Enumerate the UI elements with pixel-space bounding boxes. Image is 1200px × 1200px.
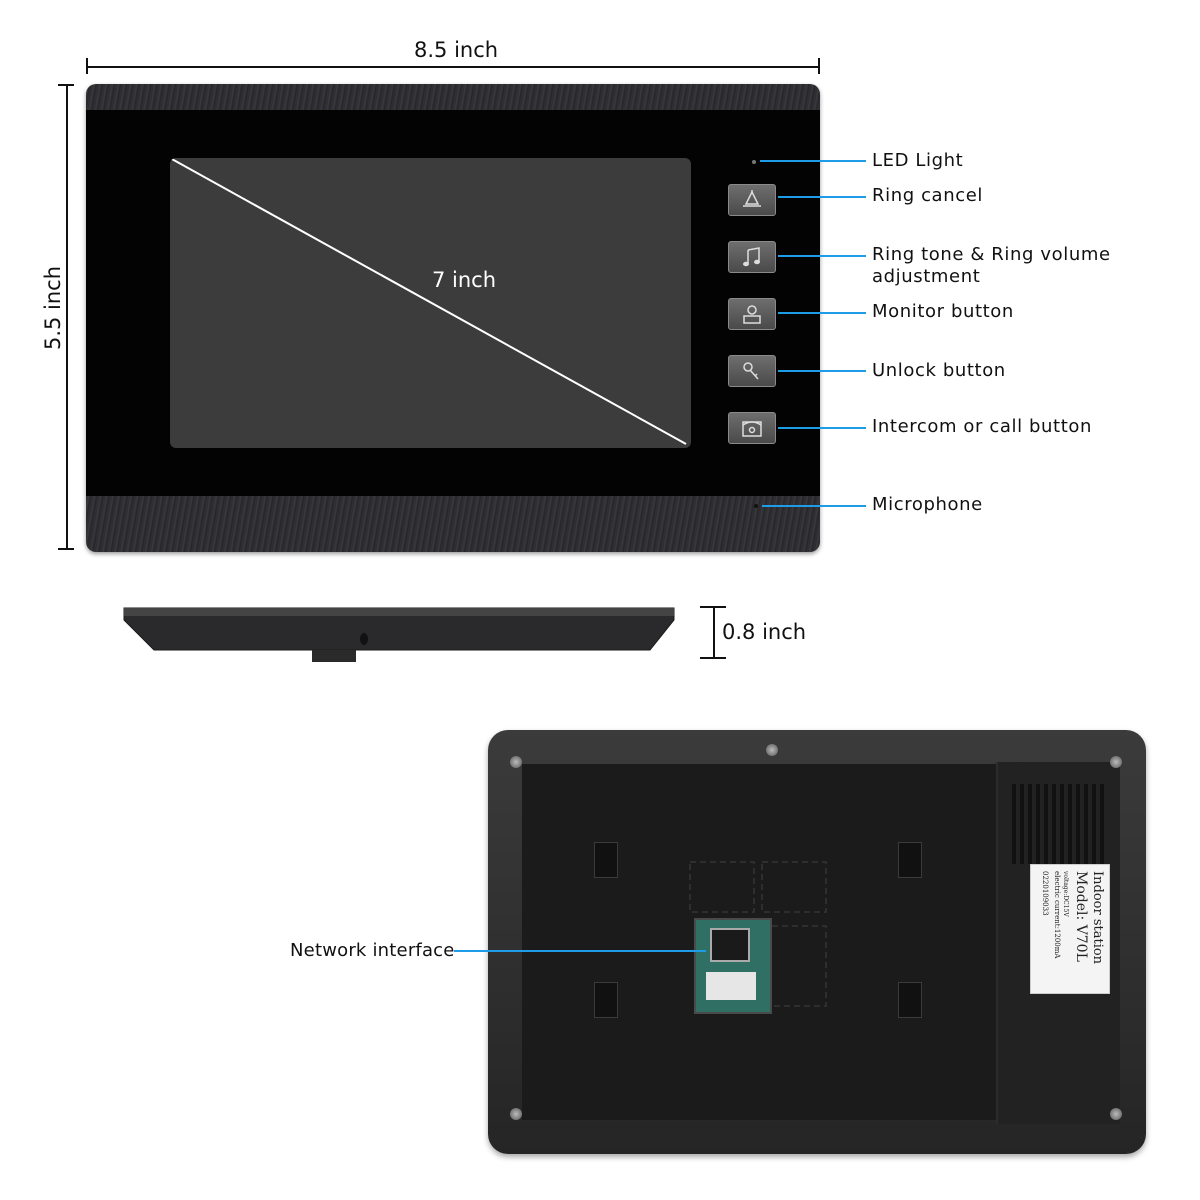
- height-dimension-label: 5.5 inch: [41, 265, 65, 351]
- music-note-icon: [743, 247, 760, 267]
- width-dimension-label: 8.5 inch: [414, 38, 499, 62]
- width-dimension-line: [86, 66, 820, 68]
- network-interface-label: Network interface: [290, 940, 455, 961]
- screen-diagonal-label: 7 inch: [432, 268, 497, 292]
- sticker-model: Model: V70L: [1073, 871, 1089, 962]
- unlock-callout-line: [778, 370, 866, 372]
- mount-clip: [594, 842, 618, 878]
- model-sticker: Indoor station Model: V70L voltage:DC15V…: [1030, 864, 1110, 994]
- ring-tone-callout-line: [778, 255, 866, 257]
- screw-top-right: [1110, 756, 1122, 768]
- ring-cancel-button[interactable]: [728, 184, 776, 216]
- screen-diagonal-line: [170, 158, 687, 445]
- depth-dimension-line: [713, 607, 715, 659]
- key-icon: [743, 362, 759, 380]
- back-recess-outline: [689, 861, 827, 1007]
- bell-mute-icon: [743, 190, 761, 207]
- ring-tone-label-line2: adjustment: [872, 266, 981, 287]
- monitor-button[interactable]: [728, 298, 776, 330]
- speaker-grille: [1012, 784, 1104, 864]
- ring-cancel-label: Ring cancel: [872, 185, 983, 206]
- ring-tone-label-line1: Ring tone & Ring volume: [872, 244, 1111, 265]
- monitor-front-view: 7 inch: [86, 84, 820, 552]
- unlock-button[interactable]: [728, 355, 776, 387]
- depth-dimension-tick-top: [700, 606, 726, 608]
- sticker-title: Indoor station: [1090, 871, 1105, 965]
- height-dimension-tick-bottom: [58, 548, 74, 550]
- led-light-label: LED Light: [872, 150, 964, 171]
- width-dimension-tick-right: [818, 58, 820, 74]
- depth-dimension-label: 0.8 inch: [722, 620, 807, 644]
- ring-tone-button[interactable]: [728, 241, 776, 273]
- mount-clip: [594, 982, 618, 1018]
- person-monitor-icon: [743, 305, 761, 324]
- mount-clip: [898, 842, 922, 878]
- height-dimension-tick-top: [58, 84, 74, 86]
- microphone-callout-line: [762, 505, 866, 507]
- unlock-button-label: Unlock button: [872, 360, 1006, 381]
- monitor-button-label: Monitor button: [872, 301, 1014, 322]
- intercom-button[interactable]: [728, 412, 776, 444]
- microphone-hole: [754, 504, 758, 508]
- intercom-callout-line: [778, 427, 866, 429]
- network-interface-port[interactable]: [694, 918, 772, 1014]
- sticker-current: electric current:1200mA: [1053, 871, 1061, 959]
- screw-bottom-left: [510, 1108, 522, 1120]
- depth-dimension-tick-bottom: [700, 657, 726, 659]
- microphone-label: Microphone: [872, 494, 983, 515]
- front-glass-panel: 7 inch: [86, 110, 820, 496]
- intercom-icon: [742, 421, 762, 437]
- mount-clip: [898, 982, 922, 1018]
- display-screen: 7 inch: [170, 158, 691, 448]
- ring-cancel-callout-line: [778, 196, 866, 198]
- intercom-button-label: Intercom or call button: [872, 416, 1092, 437]
- monitor-side-view: [122, 606, 678, 662]
- screw-top-center: [766, 744, 778, 756]
- sticker-voltage: voltage:DC15V: [1062, 871, 1069, 917]
- led-light-callout-line: [760, 160, 866, 162]
- screw-top-left: [510, 756, 522, 768]
- monitor-callout-line: [778, 312, 866, 314]
- width-dimension-tick-left: [86, 58, 88, 74]
- led-light-indicator: [752, 160, 756, 164]
- height-dimension-line: [66, 84, 68, 550]
- sticker-serial: 0220109033: [1041, 871, 1049, 916]
- network-interface-callout-line: [454, 950, 706, 952]
- monitor-back-view: Indoor station Model: V70L voltage:DC15V…: [488, 730, 1146, 1154]
- screw-bottom-right: [1110, 1108, 1122, 1120]
